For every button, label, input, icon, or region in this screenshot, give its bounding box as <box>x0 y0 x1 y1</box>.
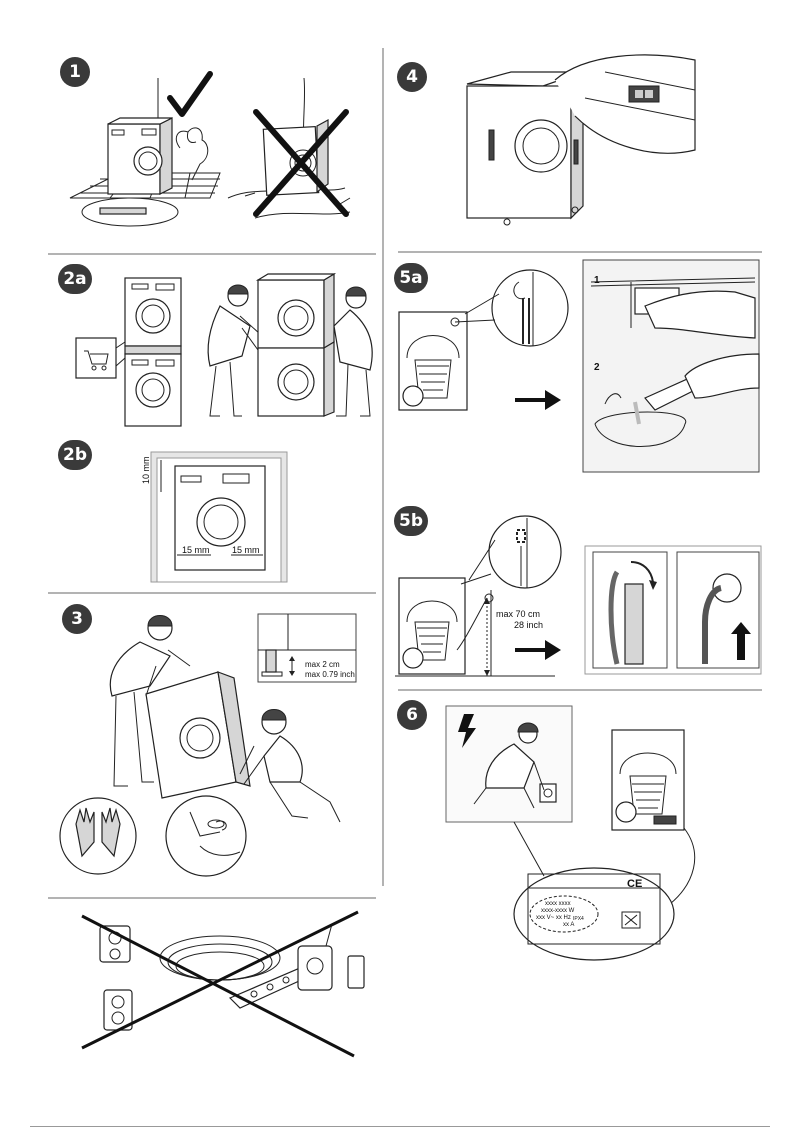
step-1-badge: 1 <box>60 57 90 87</box>
step-4-badge: 4 <box>397 62 427 92</box>
divider-right-1 <box>398 251 762 253</box>
ce-mark: CE <box>627 878 643 890</box>
gap-right-label: 15 mm <box>232 545 260 555</box>
label-ipx: IPX4 <box>573 916 584 922</box>
level-max-inch: max 0.79 inch <box>305 670 355 679</box>
level-detail-box <box>257 613 357 683</box>
step-5b-badge: 5b <box>394 506 428 536</box>
step-5a-sub-1: 1 <box>594 275 600 286</box>
step-2b-illustration <box>150 451 288 583</box>
divider-right-2 <box>398 689 762 691</box>
step-2b-badge: 2b <box>58 440 92 470</box>
divider-left-3 <box>48 897 376 899</box>
footer-divider <box>30 1126 770 1127</box>
divider-left-1 <box>48 253 376 255</box>
step-5a-badge: 5a <box>394 263 428 293</box>
gap-left-label: 15 mm <box>182 545 210 555</box>
step-5a-illustration <box>398 259 760 473</box>
step-3-illustration <box>59 615 341 877</box>
step-4-illustration <box>466 54 696 226</box>
vertical-divider <box>382 48 384 886</box>
step-2a-illustration <box>75 272 373 427</box>
step-2a-badge: 2a <box>58 264 92 294</box>
step-5a-sub-2: 2 <box>594 362 600 373</box>
drain-max-cm: max 70 cm <box>496 609 541 619</box>
label-model: xxxx xxxx <box>545 901 571 907</box>
label-amps: xx A <box>563 922 575 928</box>
step-1-illustration <box>69 71 351 227</box>
label-voltage: xxx V~ xx Hz <box>536 915 571 921</box>
drain-max-inch: 28 inch <box>514 620 544 630</box>
step-6-badge: 6 <box>397 700 427 730</box>
gap-top-label: 10 mm <box>141 456 151 484</box>
level-max-cm: max 2 cm <box>305 660 340 669</box>
no-extension-cords-illustration <box>81 910 365 1058</box>
step-6-illustration <box>445 705 696 961</box>
step-3-badge: 3 <box>62 604 92 634</box>
label-power: xxxx-xxxx W <box>541 908 575 914</box>
divider-left-2 <box>48 592 376 594</box>
step-5b-illustration <box>395 515 762 677</box>
